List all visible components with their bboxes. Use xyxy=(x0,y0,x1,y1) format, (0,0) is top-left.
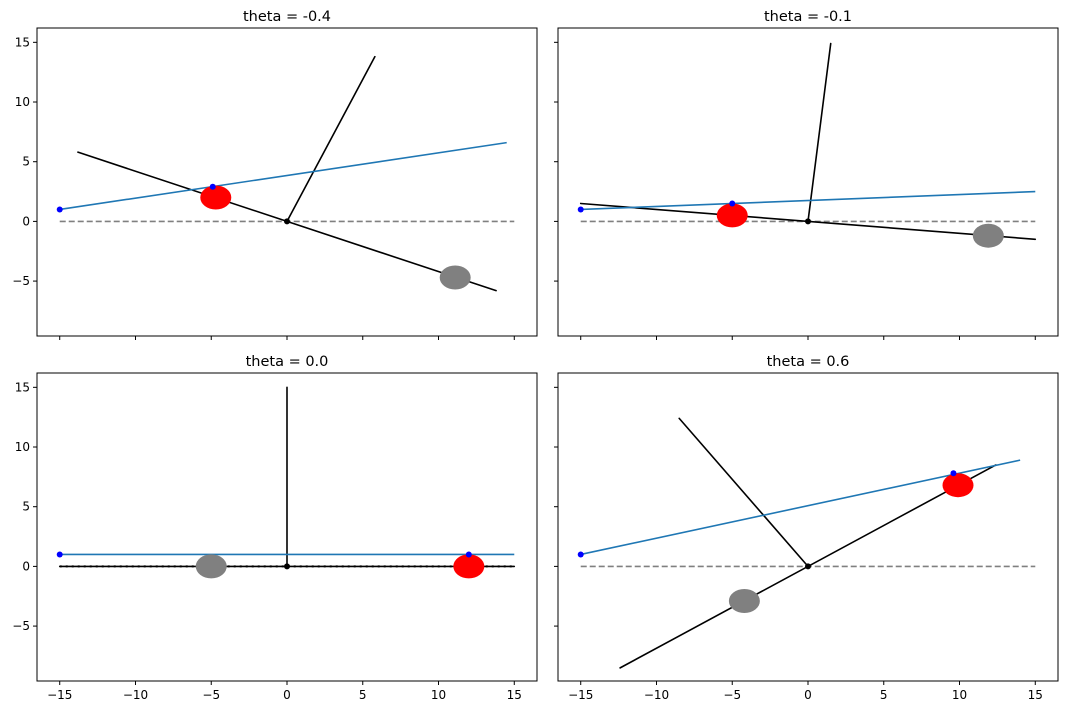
plot-area xyxy=(56,55,515,292)
panel-3: theta = 0.6 −15 −10 −5 0 5 10 15 xyxy=(554,354,1059,702)
x-tick-label: 10 xyxy=(431,688,446,702)
x-tick-label: −15 xyxy=(47,688,72,702)
red-ball xyxy=(453,554,485,579)
blue-line xyxy=(580,190,1036,211)
x-tick-label: −15 xyxy=(568,688,593,702)
black-line-short xyxy=(286,55,376,223)
y-tick-label: 15 xyxy=(15,380,30,394)
panel-title: theta = 0.6 xyxy=(767,354,850,370)
x-tick-label: 15 xyxy=(507,688,522,702)
blue-line xyxy=(59,141,507,211)
blue-point xyxy=(56,551,63,558)
x-tick-label: 0 xyxy=(283,688,291,702)
gray-ball xyxy=(195,554,227,579)
axes-frame xyxy=(557,372,1059,682)
x-tick-label: −10 xyxy=(644,688,669,702)
red-ball xyxy=(942,473,974,498)
blue-point xyxy=(465,551,472,558)
blue-point xyxy=(729,200,736,207)
y-tick-label: 10 xyxy=(15,440,30,454)
gray-ball xyxy=(728,589,760,614)
blue-point xyxy=(209,183,216,190)
blue-point xyxy=(56,206,63,213)
y-tick-label: 15 xyxy=(15,35,30,49)
pivot-point xyxy=(284,218,290,225)
x-tick-label: 10 xyxy=(952,688,967,702)
blue-point xyxy=(950,470,957,477)
blue-point xyxy=(577,206,584,213)
axes-frame xyxy=(36,27,538,337)
x-tick-label: −5 xyxy=(202,688,220,702)
blue-point xyxy=(577,551,584,558)
x-tick-label: 5 xyxy=(359,688,367,702)
panel-title: theta = -0.1 xyxy=(764,9,852,25)
x-tick-label: −5 xyxy=(723,688,741,702)
y-tick-label: −5 xyxy=(12,619,30,633)
x-tick-label: 0 xyxy=(804,688,812,702)
x-tick-label: −10 xyxy=(123,688,148,702)
red-ball xyxy=(200,185,232,210)
pivot-point xyxy=(805,563,811,570)
black-line-short xyxy=(807,42,832,223)
red-ball xyxy=(716,203,748,228)
gray-ball xyxy=(972,223,1004,248)
y-tick-label: 10 xyxy=(15,95,30,109)
y-tick-label: 0 xyxy=(22,214,30,228)
y-tick-label: −5 xyxy=(12,274,30,288)
y-tick-label: 5 xyxy=(22,155,30,169)
gray-ball xyxy=(439,265,471,290)
y-tick-label: 5 xyxy=(22,500,30,514)
panel-title: theta = -0.4 xyxy=(243,9,331,25)
plot-area xyxy=(577,417,1036,669)
panel-1: theta = -0.1 xyxy=(554,9,1059,340)
pivot-point xyxy=(805,218,811,225)
black-line-short xyxy=(678,417,809,568)
panel-title: theta = 0.0 xyxy=(246,354,329,370)
panel-2: theta = 0.0 −15 −10 −5 0 5 10 15 −5 0 5 10 15 xyxy=(12,354,538,702)
axes-frame xyxy=(557,27,1059,337)
plot-area xyxy=(577,42,1037,248)
plot-area xyxy=(56,386,516,579)
blue-line xyxy=(580,459,1021,556)
pivot-point xyxy=(284,563,290,570)
x-tick-label: 15 xyxy=(1028,688,1043,702)
x-tick-label: 5 xyxy=(880,688,888,702)
panel-0: theta = -0.4 −5 0 5 10 15 xyxy=(12,9,538,340)
y-tick-label: 0 xyxy=(22,559,30,573)
